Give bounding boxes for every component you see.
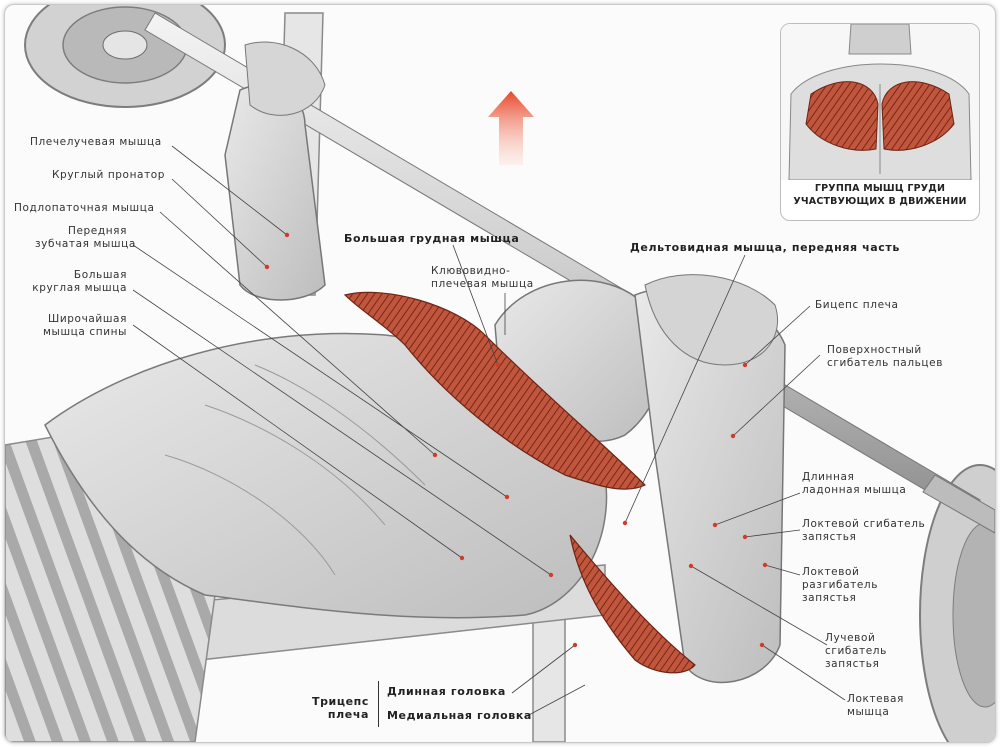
label-triceps-line2: плеча (327, 708, 369, 721)
label-flexor-superficialis-line1: Поверхностный (827, 344, 922, 356)
anatomy-illustration (5, 5, 995, 742)
label-extensor-carpi-ulnaris-line1: Локтевой (802, 566, 860, 578)
label-flexor-carpi-radialis-line3: запястья (825, 658, 880, 670)
label-palmaris-longus: Длинная ладонная мышца (802, 471, 906, 497)
upward-arrow-icon (488, 91, 534, 165)
label-anconeus-line2: мышца (847, 706, 890, 718)
chest-muscles-inset: ГРУППА МЫШЦ ГРУДИ УЧАСТВУЮЩИХ В ДВИЖЕНИИ (780, 23, 980, 221)
inset-caption: ГРУППА МЫШЦ ГРУДИ УЧАСТВУЮЩИХ В ДВИЖЕНИИ (781, 182, 979, 208)
label-anconeus: Локтевая мышца (847, 693, 904, 719)
label-coracobrachialis: Клювовидно- плечевая мышца (431, 265, 534, 291)
label-latissimus-line1: Широчайшая (48, 313, 127, 325)
chest-muscles-illustration (781, 24, 979, 181)
label-brachioradialis: Плечелучевая мышца (30, 136, 162, 148)
label-anconeus-line1: Локтевая (847, 693, 904, 705)
triceps-long-head-muscle (569, 534, 696, 674)
inset-caption-line2: УЧАСТВУЮЩИХ В ДВИЖЕНИИ (793, 196, 967, 207)
right-arm (634, 274, 786, 684)
leader-lines (132, 145, 846, 717)
label-flexor-carpi-ulnaris: Локтевой сгибатель запястья (802, 518, 925, 544)
label-serratus-line1: Передняя (67, 225, 127, 237)
illustration-frame: ГРУППА МЫШЦ ГРУДИ УЧАСТВУЮЩИХ В ДВИЖЕНИИ… (4, 4, 996, 743)
inset-caption-line1: ГРУППА МЫШЦ ГРУДИ (814, 183, 946, 194)
label-pectoralis-major: Большая грудная мышца (344, 232, 520, 245)
label-flexor-carpi-ulnaris-line2: запястья (802, 531, 857, 543)
label-coracobrachialis-line2: плечевая мышца (431, 278, 534, 290)
label-palmaris-longus-line2: ладонная мышца (802, 484, 907, 496)
label-flexor-carpi-radialis-line1: Лучевой (825, 632, 876, 644)
label-triceps-long-head: Длинная головка (387, 685, 506, 698)
label-flexor-carpi-radialis: Лучевой сгибатель запястья (825, 632, 887, 671)
label-extensor-carpi-ulnaris-line2: разгибатель (802, 579, 879, 591)
label-latissimus-dorsi: Широчайшая мышца спины (25, 313, 127, 339)
label-triceps-line1: Трицепс (311, 695, 369, 708)
label-triceps-medial-head: Медиальная головка (387, 709, 532, 722)
label-teres-major: Большая круглая мышца (25, 269, 127, 295)
pectoralis-major-muscle (343, 291, 647, 490)
label-anterior-deltoid: Дельтовидная мышца, передняя часть (630, 241, 900, 254)
triceps-bracket (378, 681, 387, 727)
label-coracobrachialis-line1: Клювовидно- (431, 265, 511, 277)
label-extensor-carpi-ulnaris-line3: запястья (802, 592, 857, 604)
label-serratus-line2: зубчатая мышца (35, 238, 136, 250)
label-serratus-anterior: Передняя зубчатая мышца (35, 225, 136, 251)
label-dots (264, 232, 768, 648)
label-triceps: Трицепс плеча (305, 695, 369, 721)
label-flexor-superficialis-line2: сгибатель пальцев (827, 357, 944, 369)
label-latissimus-line2: мышца спины (43, 326, 127, 338)
label-extensor-carpi-ulnaris: Локтевой разгибатель запястья (802, 566, 878, 605)
label-flexor-carpi-ulnaris-line1: Локтевой сгибатель (802, 518, 926, 530)
label-flexor-digitorum-superficialis: Поверхностный сгибатель пальцев (827, 344, 943, 370)
label-palmaris-longus-line1: Длинная (802, 471, 855, 483)
left-arm (224, 41, 326, 301)
label-teres-major-line1: Большая (73, 269, 127, 281)
label-pronator-teres: Круглый пронатор (52, 169, 166, 181)
label-flexor-carpi-radialis-line2: сгибатель (825, 645, 887, 657)
label-subscapularis: Подлопаточная мышца (14, 202, 155, 214)
right-weight-plate (919, 464, 995, 742)
label-biceps: Бицепс плеча (815, 299, 899, 311)
label-teres-major-line2: круглая мышца (32, 282, 127, 294)
